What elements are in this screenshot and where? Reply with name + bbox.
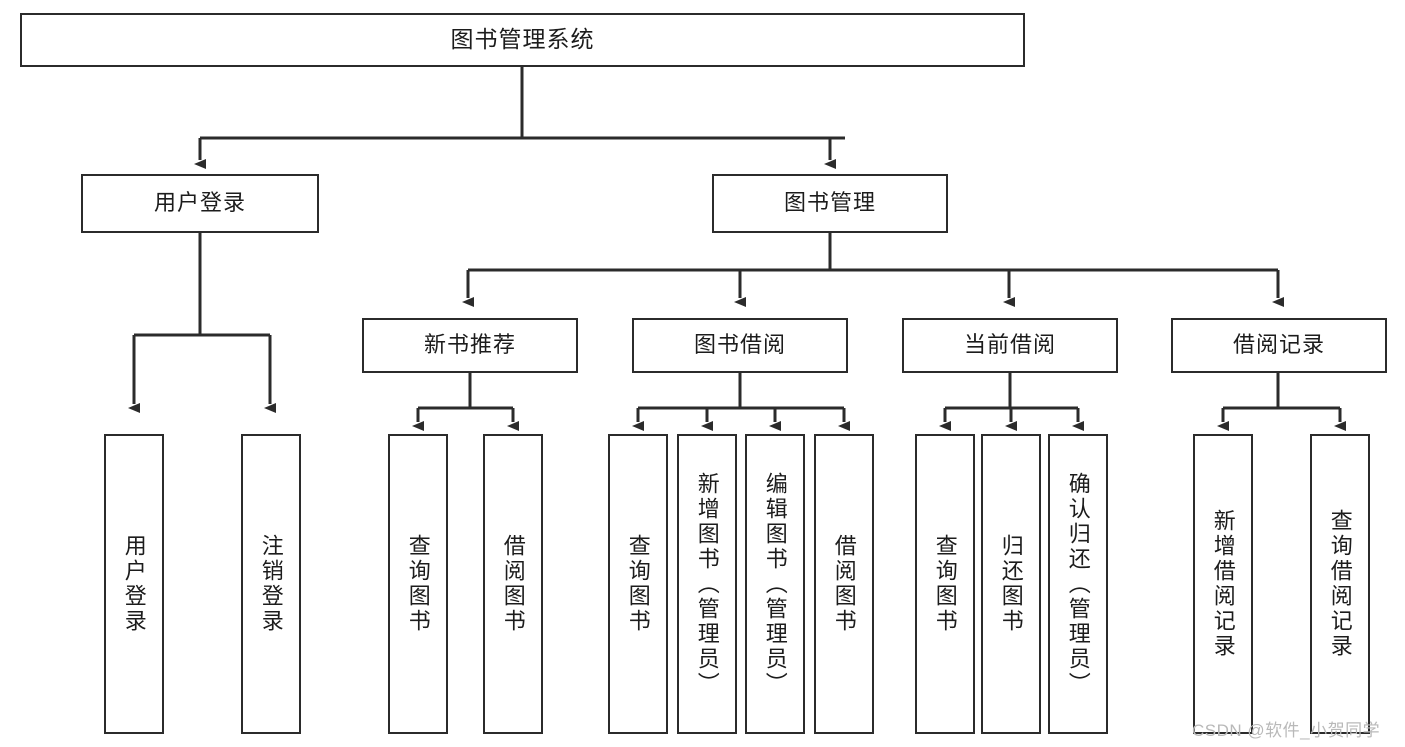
node-label: 图书管理系统 bbox=[450, 26, 595, 53]
node-label: 借阅图书 bbox=[831, 534, 857, 634]
node-label: 编辑图书（管理员） bbox=[762, 471, 788, 697]
node-label: 新增借阅记录 bbox=[1210, 509, 1236, 659]
leaf-user-login[interactable]: 用户登录 bbox=[104, 434, 164, 734]
node-label: 确认归还（管理员） bbox=[1065, 471, 1091, 697]
node-label: 用户登录 bbox=[121, 534, 147, 634]
leaf-borrow-borrow-book[interactable]: 借阅图书 bbox=[814, 434, 874, 734]
node-label: 借阅记录 bbox=[1232, 332, 1325, 358]
node-borrow-record[interactable]: 借阅记录 bbox=[1171, 318, 1387, 373]
node-label: 新书推荐 bbox=[423, 332, 516, 358]
node-label: 当前借阅 bbox=[963, 332, 1056, 358]
leaf-newbook-query-book[interactable]: 查询图书 bbox=[388, 434, 448, 734]
node-label: 图书借阅 bbox=[693, 332, 786, 358]
node-user-login[interactable]: 用户登录 bbox=[81, 174, 319, 233]
node-label: 归还图书 bbox=[998, 534, 1024, 634]
leaf-user-logout[interactable]: 注销登录 bbox=[241, 434, 301, 734]
node-label: 查询图书 bbox=[405, 534, 431, 634]
leaf-current-confirm-return[interactable]: 确认归还（管理员） bbox=[1048, 434, 1108, 734]
node-label: 借阅图书 bbox=[500, 534, 526, 634]
leaf-current-return-book[interactable]: 归还图书 bbox=[981, 434, 1041, 734]
leaf-newbook-borrow-book[interactable]: 借阅图书 bbox=[483, 434, 543, 734]
node-book-borrow[interactable]: 图书借阅 bbox=[632, 318, 848, 373]
node-label: 新增图书（管理员） bbox=[694, 471, 720, 697]
node-label: 用户登录 bbox=[153, 190, 246, 216]
leaf-borrow-edit-book[interactable]: 编辑图书（管理员） bbox=[745, 434, 805, 734]
leaf-current-query-book[interactable]: 查询图书 bbox=[915, 434, 975, 734]
node-label: 查询借阅记录 bbox=[1327, 509, 1353, 659]
node-current-borrow[interactable]: 当前借阅 bbox=[902, 318, 1118, 373]
csdn-watermark: CSDN @软件_小贺同学 bbox=[1192, 721, 1381, 740]
node-label: 查询图书 bbox=[932, 534, 958, 634]
node-root-system[interactable]: 图书管理系统 bbox=[20, 13, 1025, 67]
leaf-record-query-record[interactable]: 查询借阅记录 bbox=[1310, 434, 1370, 734]
node-label: 注销登录 bbox=[258, 534, 284, 634]
node-new-book-recommend[interactable]: 新书推荐 bbox=[362, 318, 578, 373]
node-label: 图书管理 bbox=[783, 190, 876, 216]
leaf-record-add-record[interactable]: 新增借阅记录 bbox=[1193, 434, 1253, 734]
node-label: 查询图书 bbox=[625, 534, 651, 634]
node-book-management[interactable]: 图书管理 bbox=[712, 174, 948, 233]
leaf-borrow-add-book[interactable]: 新增图书（管理员） bbox=[677, 434, 737, 734]
leaf-borrow-query-book[interactable]: 查询图书 bbox=[608, 434, 668, 734]
